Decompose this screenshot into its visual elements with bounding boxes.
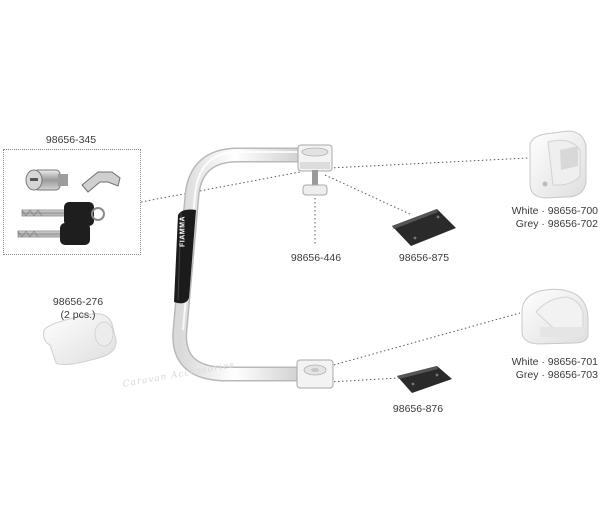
grip-sleeve (174, 209, 196, 304)
leader-lock-kit (140, 171, 301, 203)
lock-clip-part (81, 171, 121, 193)
label-knob: 98656-446 (290, 252, 342, 264)
label-lower-bracket: White · 98656-701 Grey · 98656-703 (494, 356, 598, 382)
leader-upper-plate (324, 174, 413, 216)
label-upper-plate: 98656-875 (398, 252, 450, 264)
end-cap-note: (2 pcs.) (60, 309, 96, 321)
leader-lower-plate (329, 377, 399, 383)
lower-bracket-white: White · 98656-701 (511, 356, 598, 368)
upper-bracket-grey: Grey · 98656-702 (515, 218, 598, 230)
leader-lower-bracket (329, 312, 521, 367)
lower-bracket-part (521, 288, 589, 345)
lock-cylinder-part (25, 169, 68, 191)
knob-part (302, 170, 328, 196)
lower-hinge-block (296, 359, 334, 389)
end-cap-code: 98656-276 (52, 296, 104, 308)
leader-upper-bracket (329, 157, 529, 169)
lock-kit-box (3, 149, 141, 255)
upper-hinge-block (297, 144, 333, 172)
upper-plate-part (392, 209, 456, 246)
leader-lines (140, 157, 529, 383)
lower-plate-part (397, 366, 452, 393)
lock-key-upper (21, 202, 105, 226)
upper-bracket-part (529, 130, 587, 199)
lower-bracket-grey: Grey · 98656-703 (515, 369, 598, 381)
sleeve-brand-text: FIAMMA (179, 216, 187, 247)
label-lower-plate: 98656-876 (392, 403, 444, 415)
upper-bracket-white: White · 98656-700 (511, 205, 598, 217)
label-end-cap: 98656-276 (2 pcs.) (40, 296, 116, 322)
end-cap-part (43, 313, 117, 365)
label-upper-bracket: White · 98656-700 Grey · 98656-702 (494, 205, 598, 231)
lock-key-lower (17, 223, 90, 245)
label-lock-kit: 98656-345 (45, 134, 97, 146)
